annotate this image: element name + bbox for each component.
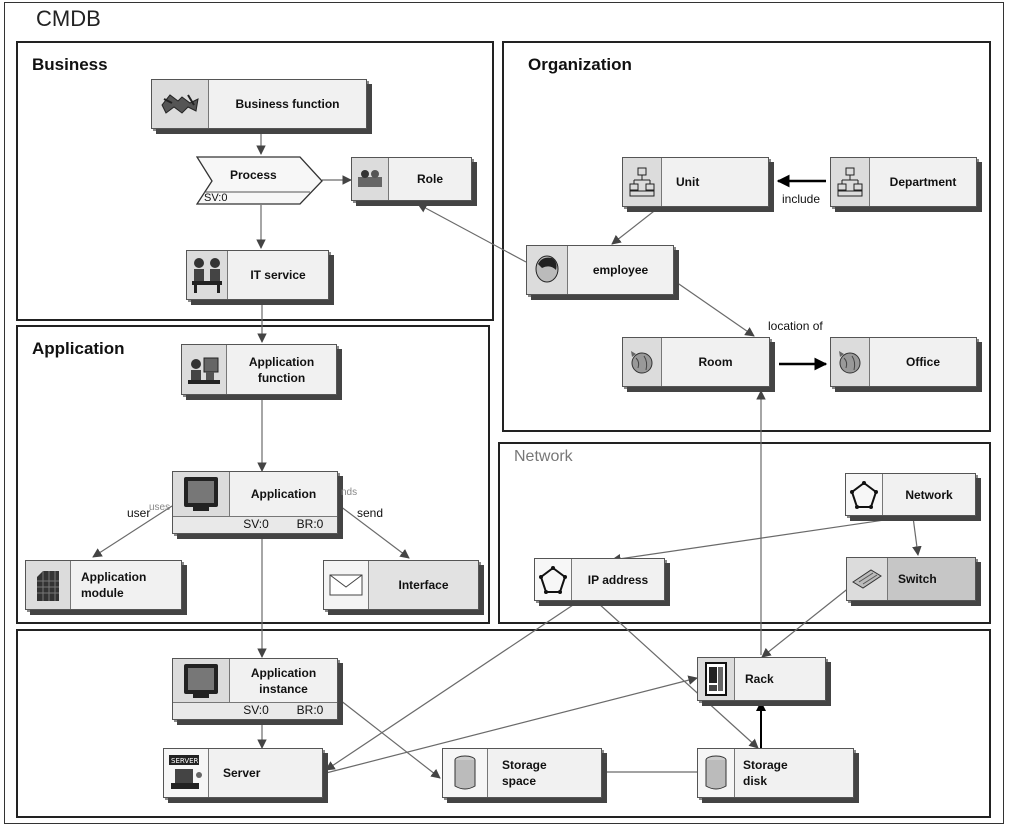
node-server[interactable]: SERVER Server [163,748,323,798]
org-chart-icon [623,158,662,206]
monitor-icon [173,659,230,702]
monitor-icon [173,472,230,516]
pentagon-network-icon [846,474,883,515]
rack-cabinet-icon [698,658,735,700]
cylinder-storage-icon [443,749,488,797]
node-storage-disk-label: Storage disk [735,749,853,797]
node-unit[interactable]: Unit [622,157,769,207]
node-storage-space-line1: Storage [502,758,547,772]
node-office[interactable]: Office [830,337,977,387]
pentagon-network-icon [535,559,572,600]
node-application-br: BR:0 [296,517,324,531]
node-application-function-line1: Application [248,354,315,369]
node-it-service[interactable]: IT service [186,250,329,300]
node-it-service-label: IT service [250,268,306,282]
server-icon: SERVER [164,749,209,797]
node-employee-label: employee [592,263,649,277]
node-application-instance-br: BR:0 [296,703,324,717]
handshake-icon [152,80,209,128]
node-storage-space[interactable]: Storage space [442,748,602,798]
switch-device-icon [847,558,888,600]
node-storage-space-label: Storage space [488,749,601,797]
node-storage-disk[interactable]: Storage disk [697,748,854,798]
node-storage-disk-line1: Storage [743,758,788,772]
node-process-label: Process [230,168,277,182]
node-network[interactable]: Network [845,473,976,516]
node-application-module-label: Application module [71,561,181,609]
node-rack-label: Rack [745,672,774,686]
edge-label-uses: user [127,506,151,520]
edge-label-send: send [357,506,384,520]
cylinder-storage-icon [698,749,735,797]
globe-icon [623,338,662,386]
node-department[interactable]: Department [830,157,977,207]
node-application[interactable]: Application SV:0 BR:0 [172,471,338,534]
node-role[interactable]: Role [351,157,472,201]
module-block-icon [26,561,71,609]
globe-icon [831,338,870,386]
edge-label-sends-faint: nds [341,487,358,498]
node-application-module-line1: Application [81,570,147,584]
node-business-function[interactable]: Business function [151,79,367,129]
node-application-label: Application [250,487,317,501]
envelope-icon [324,561,369,609]
node-switch-label: Switch [888,558,975,600]
node-department-label: Department [889,175,957,189]
node-room-label: Room [698,355,733,369]
node-server-label: Server [223,766,261,780]
region-organization-title: Organization [528,55,632,74]
edge-label-include: include [782,192,821,206]
node-rack[interactable]: Rack [697,657,826,701]
node-unit-label: Unit [676,175,700,189]
org-chart-icon [831,158,870,206]
node-business-function-label: Business function [235,97,340,111]
node-application-sv: SV:0 [243,517,269,531]
node-process[interactable]: Process SV:0 [196,156,324,206]
node-application-function-line2: function [257,370,306,385]
node-application-instance-stats: SV:0 BR:0 [173,702,337,719]
node-role-label: Role [416,172,443,186]
node-employee[interactable]: employee [526,245,674,295]
edge-label-location-of: location of [768,319,823,333]
diagram-title: CMDB [36,6,101,31]
region-business-title: Business [32,55,108,74]
node-application-module-line2: module [81,586,124,600]
node-application-instance-sv: SV:0 [243,703,269,717]
node-interface-label: Interface [369,561,478,609]
node-office-label: Office [905,355,940,369]
node-process-stat: SV:0 [204,192,228,204]
node-ip-address[interactable]: IP address [534,558,665,601]
edge-label-uses-faint: uses [149,502,171,513]
node-room[interactable]: Room [622,337,770,387]
region-application-title: Application [32,339,125,358]
node-application-instance-line1: Application [250,665,317,680]
node-ip-address-label: IP address [587,572,649,587]
chevron-process-shape [196,156,323,205]
person-head-icon [527,246,568,294]
node-application-stats: SV:0 BR:0 [173,516,337,533]
node-storage-disk-line2: disk [743,774,768,788]
people-meeting-icon [187,251,228,299]
person-at-desk-icon [182,345,227,394]
node-storage-space-line2: space [502,774,537,788]
node-network-label: Network [905,487,953,502]
svg-text:SERVER: SERVER [171,757,199,765]
role-icon [352,158,389,200]
node-application-instance-line2: instance [259,681,308,696]
region-network-title: Network [514,448,573,465]
node-application-module[interactable]: Application module [25,560,182,610]
node-switch[interactable]: Switch [846,557,976,601]
node-interface[interactable]: Interface [323,560,479,610]
